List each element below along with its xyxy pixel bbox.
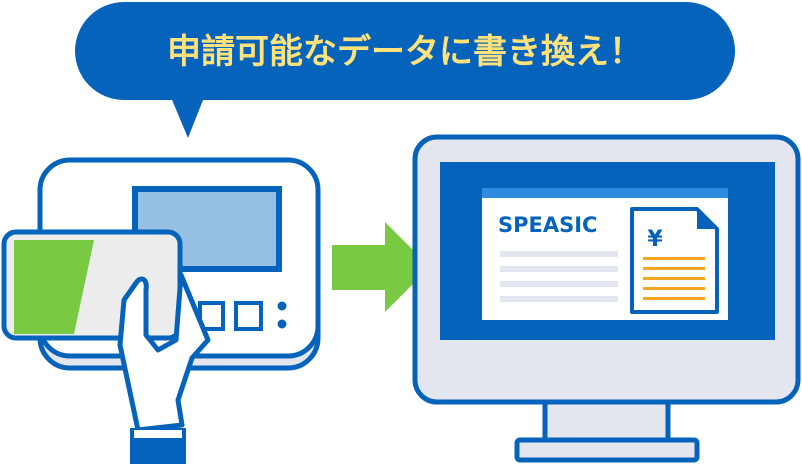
brand-text: SPEASIC	[498, 213, 597, 237]
yen-icon: ¥	[647, 227, 663, 252]
reader-button	[234, 301, 263, 331]
arrow-right-icon	[332, 222, 430, 312]
hand-icon	[117, 272, 211, 464]
document-window: SPEASIC ¥	[482, 188, 728, 320]
ic-card	[1, 229, 183, 341]
speech-bubble: 申請可能なデータに書き換え！	[75, 2, 735, 138]
invoice-document: ¥	[630, 207, 719, 314]
bubble-text: 申請可能なデータに書き換え！	[167, 32, 643, 72]
card-reader	[37, 157, 321, 371]
